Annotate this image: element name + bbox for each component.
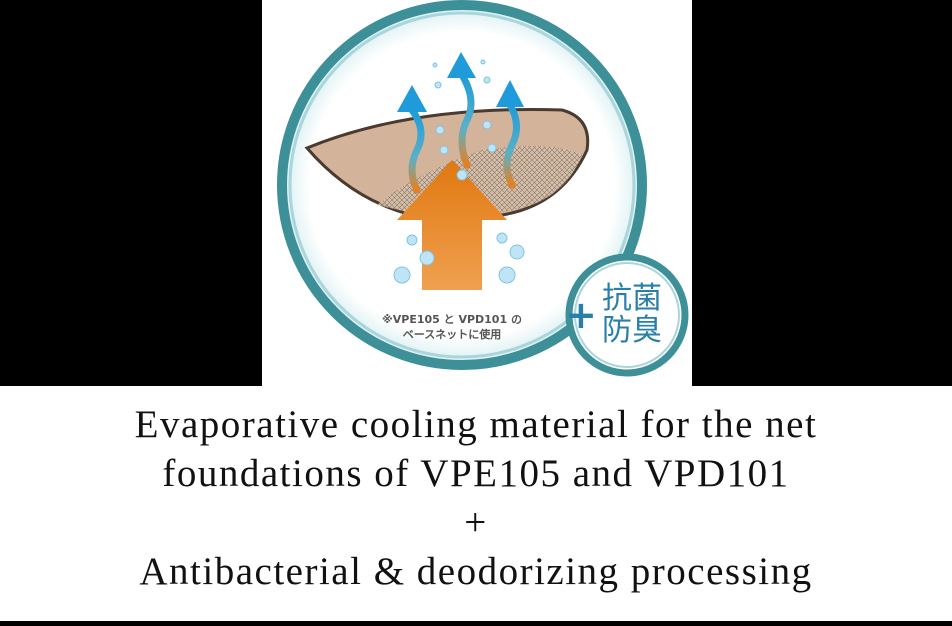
usage-note-line1: ※VPE105 と VPD101 の [382,313,522,326]
usage-note-line2: ベースネットに使用 [402,328,502,341]
letterbox-right [692,0,952,386]
badge-line2: 防臭 [602,313,662,348]
caption-line1: Evaporative cooling material for the net [134,403,818,446]
badge-plus-icon: + [565,293,597,337]
evaporation-arrows-icon [408,71,520,194]
antibacterial-badge: 抗菌 防臭 [602,283,682,347]
badge-line1: 抗菌 [602,281,662,316]
cooling-net-diagram [277,0,689,377]
caption-line3: + [464,501,488,544]
caption: Evaporative cooling material for the net… [0,400,952,596]
usage-note: ※VPE105 と VPD101 の ベースネットに使用 [357,312,547,342]
caption-line2: foundations of VPE105 and VPD101 [162,452,790,495]
badge-ring [565,253,689,377]
letterbox-left [0,0,262,386]
water-droplets-icon [393,59,525,284]
caption-line4: Antibacterial & deodorizing processing [139,550,813,593]
bottom-divider [0,621,952,626]
product-illustration: ※VPE105 と VPD101 の ベースネットに使用 + 抗菌 防臭 [262,0,692,386]
